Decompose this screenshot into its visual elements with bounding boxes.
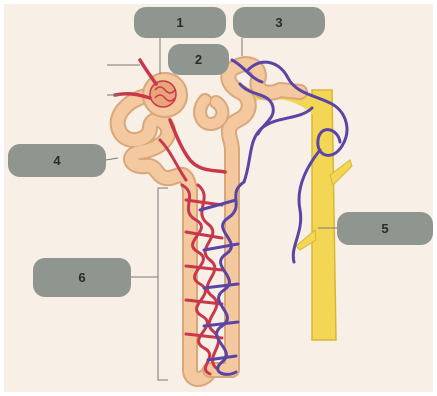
label-1-text: 1 (176, 15, 183, 30)
label-6: 6 (33, 258, 131, 297)
label-6-text: 6 (78, 270, 85, 285)
glomerulus (143, 73, 187, 117)
label-1: 1 (134, 7, 226, 38)
label-5-text: 5 (381, 221, 388, 236)
label-4: 4 (8, 144, 106, 177)
label-2: 2 (168, 44, 229, 75)
label-3: 3 (233, 7, 325, 38)
label-3-text: 3 (275, 15, 282, 30)
label-4-text: 4 (53, 153, 60, 168)
label-5: 5 (337, 212, 433, 245)
label-2-text: 2 (195, 52, 202, 67)
